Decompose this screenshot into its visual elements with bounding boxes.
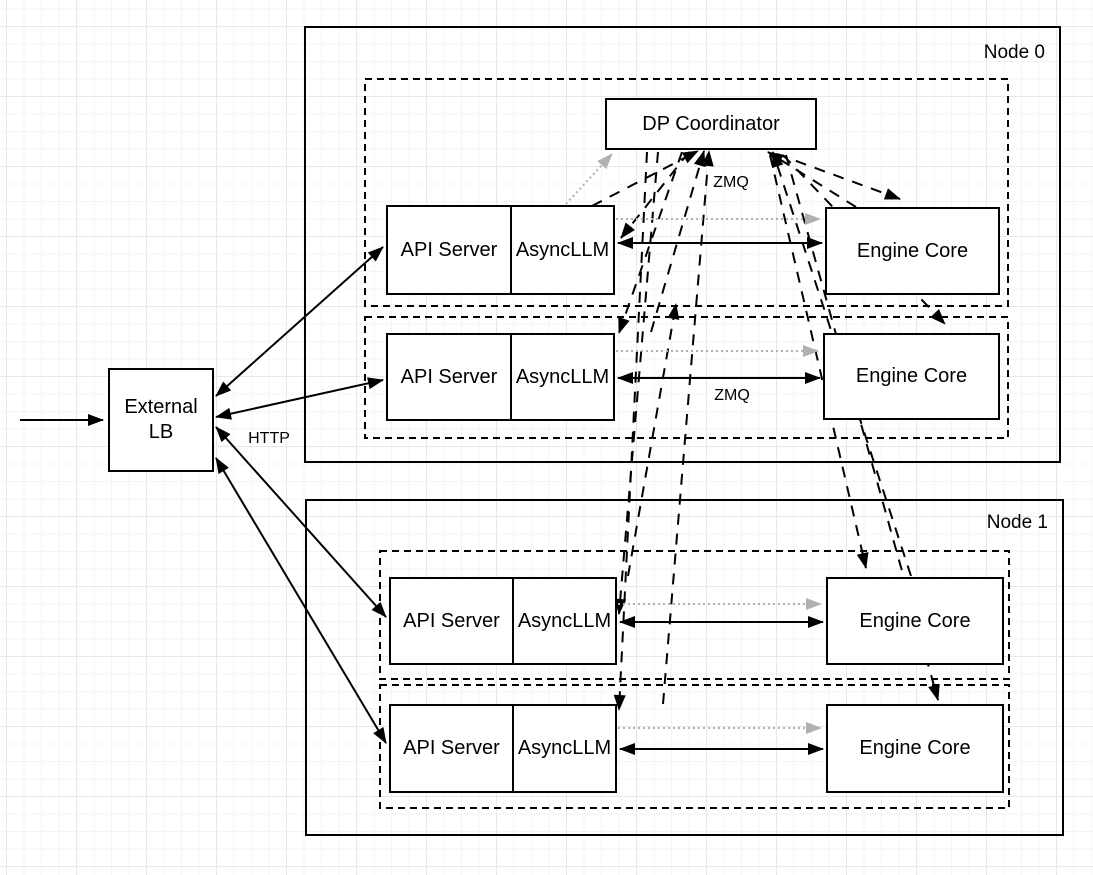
edge-dp-to-engine-1a <box>769 154 869 569</box>
node0-label: Node 0 <box>983 42 1045 63</box>
zmq-coordinator-label: ZMQ <box>713 174 749 191</box>
external-lb-label: External LB <box>124 396 198 443</box>
edge-lb-api-1b <box>215 457 387 744</box>
node0-row1-asyncllm: AsyncLLM <box>515 238 610 261</box>
node0-row2-api-server: API Server <box>388 335 512 419</box>
node0-row2-asyncllm: AsyncLLM <box>515 365 610 388</box>
node1-row2-api-async-box: API Server AsyncLLM <box>389 704 617 793</box>
edge-lb-api-0b <box>215 377 384 420</box>
node0-row2-api-async-box: API Server AsyncLLM <box>386 333 615 421</box>
node0-row2-engine-core: Engine Core <box>823 333 1000 420</box>
edge-dotted-asyncllm-0a-to-dp <box>565 153 613 205</box>
node1-row1-group <box>379 550 1010 680</box>
node0-row1-engine-core: Engine Core <box>825 207 1000 295</box>
node0-row1-api-server: API Server <box>388 207 512 293</box>
zmq-row-label: ZMQ <box>714 387 750 404</box>
dp-coordinator-label: DP Coordinator <box>642 112 780 135</box>
dp-coordinator-box: DP Coordinator <box>605 98 817 150</box>
edge-lb-api-1a <box>215 426 387 618</box>
edge-asyncllm-1a-up <box>627 303 680 577</box>
node1-row2-engine-core: Engine Core <box>826 704 1004 793</box>
edge-dp-to-asyncllm-1a <box>614 151 659 615</box>
node1-row1-api-async-box: API Server AsyncLLM <box>389 577 617 665</box>
edge-dp-to-engine-1b <box>785 154 940 701</box>
edge-dp-to-engine-0a <box>776 153 901 200</box>
node1-row1-asyncllm: AsyncLLM <box>517 609 612 632</box>
edge-engine-0a-to-dp <box>767 151 857 208</box>
node1-row2-group <box>379 684 1010 809</box>
node1-row2-api-server: API Server <box>391 706 514 791</box>
http-label: HTTP <box>248 430 290 447</box>
node1-label: Node 1 <box>986 512 1048 533</box>
node0-row1-group <box>364 78 1009 307</box>
node0-container <box>304 26 1061 463</box>
external-lb-box: External LB <box>108 368 214 472</box>
node1-row1-api-server: API Server <box>391 579 514 663</box>
node1-row2-asyncllm: AsyncLLM <box>517 737 612 759</box>
node1-row1-engine-core: Engine Core <box>826 577 1004 665</box>
edge-lb-api-0a <box>215 246 384 397</box>
node0-row1-api-async-box: API Server AsyncLLM <box>386 205 615 295</box>
